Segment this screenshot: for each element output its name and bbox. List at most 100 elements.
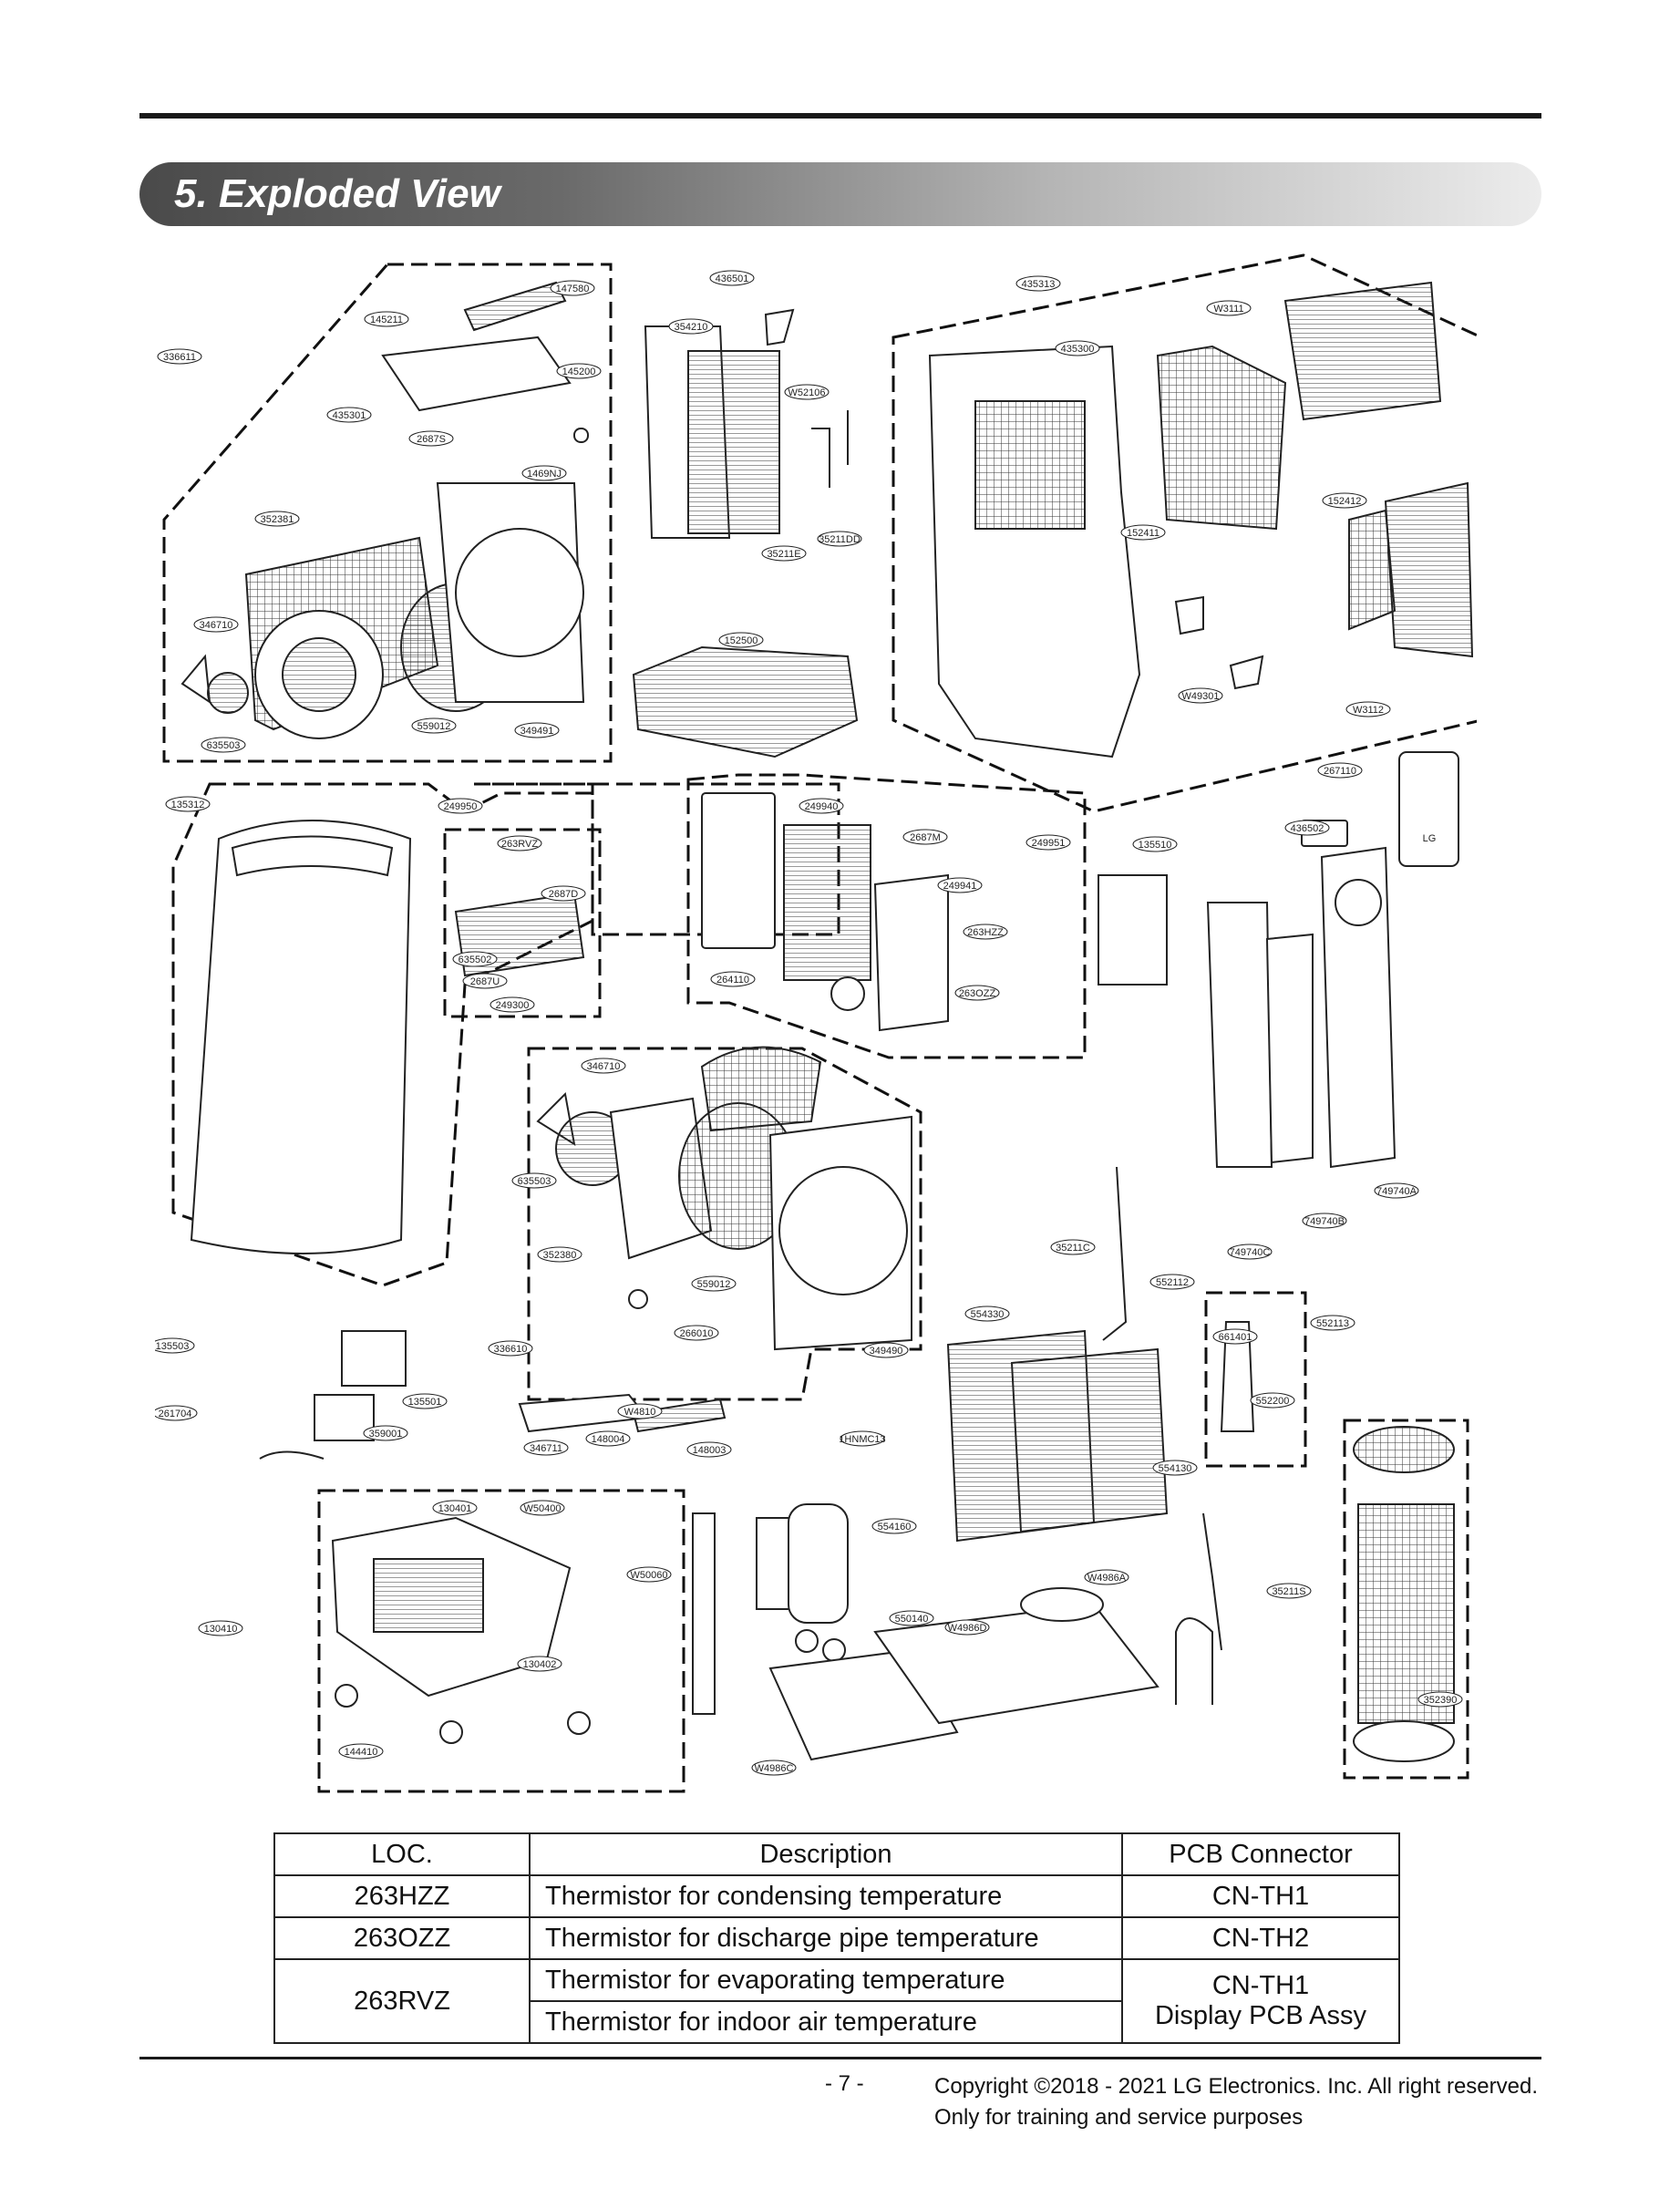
- table-cell-description: Thermistor for indoor air temperature: [529, 2000, 1123, 2044]
- part-label: 130402: [523, 1659, 557, 1670]
- part-label: 266010: [680, 1328, 714, 1339]
- part-label: 554160: [878, 1522, 912, 1533]
- part-label: 554130: [1159, 1463, 1192, 1474]
- part-label: W50400: [524, 1503, 562, 1514]
- part-label: 435313: [1022, 279, 1056, 290]
- part-label: 352390: [1424, 1695, 1458, 1706]
- part-label: 554330: [971, 1309, 1005, 1320]
- part-label: 352381: [261, 514, 294, 525]
- part-label: W4810: [624, 1407, 656, 1418]
- part-label: 749740B: [1304, 1216, 1345, 1227]
- part-label: W3111: [1213, 304, 1243, 315]
- table-cell-description: Thermistor for discharge pipe temperatur…: [529, 1916, 1123, 1960]
- table-cell-description: Thermistor for evaporating temperature: [529, 1958, 1123, 2002]
- top-rule: [139, 113, 1541, 119]
- table-cell-pcb: CN-TH1: [1121, 1874, 1400, 1918]
- footer-copyright: Copyright ©2018 - 2021 LG Electronics. I…: [934, 2071, 1538, 2133]
- part-label: 267110: [1324, 766, 1356, 777]
- part-label: 436501: [716, 274, 749, 284]
- table-cell-loc: 263OZZ: [273, 1916, 531, 1960]
- part-callouts: 147580 145211 145200 336611 435301 2687S…: [155, 270, 1463, 1776]
- part-label: 35211E: [767, 549, 800, 560]
- part-label: 144410: [345, 1747, 378, 1758]
- pcb-connector-line: CN-TH1: [1211, 1971, 1310, 2000]
- part-label: 2687S: [417, 434, 446, 445]
- part-label: 749740C: [1230, 1247, 1271, 1258]
- part-label: 359001: [369, 1429, 403, 1440]
- part-label: 263OZZ: [959, 988, 996, 999]
- part-label: 435300: [1061, 344, 1095, 355]
- part-label: 336611: [163, 352, 196, 363]
- part-drawings: [180, 281, 1474, 1762]
- part-label: 2687M: [910, 832, 941, 843]
- part-label: W52106: [788, 387, 826, 398]
- part-label: 263HZZ: [967, 927, 1004, 938]
- part-label: 559012: [417, 721, 451, 732]
- part-label: 263RVZ: [501, 839, 538, 850]
- part-label: 1HNMC13: [839, 1434, 885, 1445]
- part-label: 354210: [675, 322, 708, 333]
- table-row: 263RVZ Thermistor for evaporating temper…: [273, 1958, 1400, 2044]
- part-label: 145200: [562, 366, 596, 377]
- part-label: 152411: [1127, 528, 1160, 539]
- table-cell-loc: 263HZZ: [273, 1874, 531, 1918]
- part-label: 336610: [494, 1344, 528, 1355]
- part-label: 264110: [716, 975, 749, 986]
- part-label: W4986A: [1087, 1573, 1127, 1584]
- part-label: 249951: [1032, 838, 1066, 849]
- part-label: 135312: [171, 800, 205, 810]
- table-cell-description: Thermistor for condensing temperature: [529, 1874, 1123, 1918]
- part-label: 559012: [697, 1279, 731, 1290]
- part-label: 130410: [204, 1624, 238, 1635]
- part-label: 249941: [943, 881, 977, 892]
- part-label: 249940: [805, 801, 839, 812]
- part-label: W4986D: [948, 1623, 987, 1634]
- copyright-text: Copyright ©2018 - 2021 LG Electronics. I…: [934, 2074, 1539, 2099]
- part-label: 2687D: [549, 889, 578, 900]
- part-label: 148003: [693, 1445, 727, 1456]
- remote-logo: LG: [1423, 833, 1437, 844]
- part-label: W4986C: [755, 1763, 794, 1774]
- part-label: 635503: [207, 740, 241, 751]
- part-label: 145211: [370, 315, 403, 325]
- part-label: 249950: [444, 801, 478, 812]
- part-label: 552113: [1316, 1318, 1349, 1329]
- part-label: W3112: [1353, 705, 1384, 716]
- part-label: 135503: [156, 1341, 190, 1352]
- part-label: 349491: [520, 726, 554, 737]
- part-label: 135510: [1139, 840, 1172, 851]
- table-row: Thermistor for indoor air temperature: [274, 2000, 1399, 2044]
- part-label: 352380: [543, 1250, 577, 1261]
- section-title-bar: 5. Exploded View: [139, 162, 1541, 226]
- part-label: 130401: [438, 1503, 472, 1514]
- table-header-row: LOC. Description PCB Connector: [273, 1832, 1400, 1876]
- table-cell-loc: 263RVZ: [273, 1958, 531, 2044]
- table-header-pcb: PCB Connector: [1121, 1832, 1400, 1876]
- part-label: 135501: [408, 1397, 442, 1408]
- table-header-description: Description: [529, 1832, 1123, 1876]
- part-label: 35211S: [1272, 1586, 1305, 1597]
- part-label: 552112: [1156, 1277, 1189, 1288]
- part-label: 147580: [556, 284, 590, 294]
- part-label: 148004: [592, 1434, 625, 1445]
- part-label: 550140: [895, 1614, 929, 1625]
- training-note: Only for training and service purposes: [934, 2105, 1304, 2130]
- part-label: 1469NJ: [527, 469, 562, 480]
- part-label: 436502: [1291, 823, 1324, 834]
- part-label: 346710: [587, 1061, 621, 1072]
- page-number: - 7 -: [825, 2071, 864, 2096]
- pcb-connector-line: Display PCB Assy: [1154, 2001, 1367, 2030]
- part-label: 749740A: [1376, 1186, 1417, 1197]
- bottom-rule: [139, 2057, 1541, 2059]
- part-label: 261704: [159, 1409, 192, 1419]
- part-label: 152500: [725, 635, 758, 646]
- part-label: 635503: [518, 1176, 551, 1187]
- exploded-view-diagram: 147580 145211 145200 336611 435301 2687S…: [155, 253, 1477, 1793]
- part-label: 349490: [870, 1346, 903, 1357]
- table-row: 263OZZ Thermistor for discharge pipe tem…: [273, 1916, 1400, 1960]
- part-label: 152412: [1328, 496, 1362, 507]
- part-label: 635502: [459, 955, 492, 965]
- part-label: 35211C: [1056, 1243, 1090, 1254]
- part-label: 346710: [200, 620, 233, 631]
- part-label: 346711: [530, 1443, 562, 1454]
